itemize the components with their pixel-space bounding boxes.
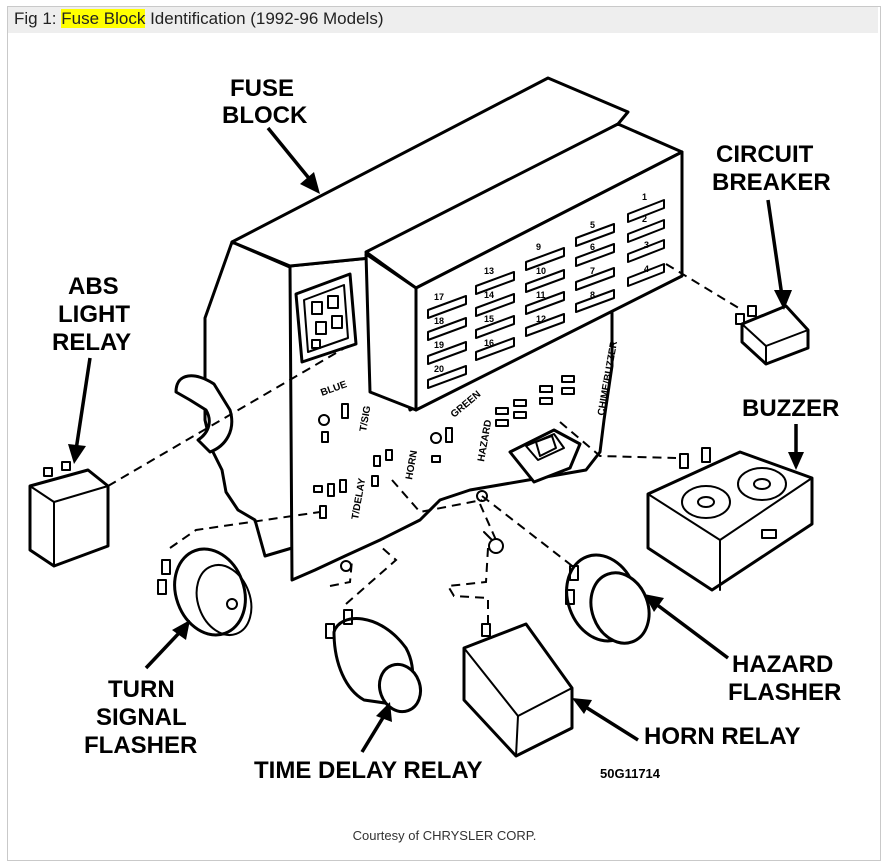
horn-relay <box>462 622 574 758</box>
fuse-number-9: 9 <box>536 242 541 252</box>
buzzer <box>646 447 814 592</box>
title-highlight: Fuse Block <box>61 9 146 28</box>
credit-text: Courtesy of CHRYSLER CORP. <box>352 828 537 843</box>
label-turn: TURN <box>108 676 175 703</box>
circuit-breaker <box>735 304 810 366</box>
fuse-number-20: 20 <box>434 364 444 374</box>
fuse-number-10: 10 <box>536 266 546 276</box>
fuse-number-17: 17 <box>434 292 444 302</box>
label-hazard: HAZARD <box>732 651 833 678</box>
figure-title-bar <box>8 7 878 33</box>
terminal-label-tsig: T/SIG <box>358 405 373 433</box>
label-fuse: FUSE <box>230 75 294 102</box>
fuse-number-4: 4 <box>644 264 649 274</box>
fuse-block-diagram: 1 2 3 4 5 6 7 8 9 10 11 12 13 14 15 16 1… <box>28 75 841 784</box>
fuse-number-19: 19 <box>434 340 444 350</box>
fuse-number-15: 15 <box>484 314 494 324</box>
figure-title: Fig 1: Fuse Block Identification (1992-9… <box>14 9 383 29</box>
fuse-block-housing <box>174 76 684 582</box>
label-time-delay-relay: TIME DELAY RELAY <box>254 757 483 784</box>
fuse-number-1: 1 <box>642 192 647 202</box>
label-flasher: FLASHER <box>84 732 197 759</box>
fuse-slots <box>427 199 665 389</box>
label-circuit: CIRCUIT <box>716 141 814 168</box>
fuse-number-7: 7 <box>590 266 595 276</box>
fuse-number-6: 6 <box>590 242 595 252</box>
fuse-number-5: 5 <box>590 220 595 230</box>
fuse-numbers: 1 2 3 4 5 6 7 8 9 10 11 12 13 14 15 16 1… <box>434 192 649 374</box>
fuse-number-12: 12 <box>536 314 546 324</box>
turn-signal-flasher <box>157 547 253 637</box>
label-figure-code: 50G11714 <box>600 766 661 781</box>
label-signal: SIGNAL <box>96 704 187 731</box>
hazard-flasher <box>565 553 651 645</box>
fuse-number-16: 16 <box>484 338 494 348</box>
fuse-number-11: 11 <box>536 290 546 300</box>
leader-arrows <box>68 126 804 753</box>
fuse-number-2: 2 <box>642 214 647 224</box>
label-horn-relay: HORN RELAY <box>644 723 800 750</box>
time-delay-relay <box>325 609 423 714</box>
label-abs: ABS <box>68 273 119 300</box>
fuse-number-13: 13 <box>484 266 494 276</box>
label-relay: RELAY <box>52 329 131 356</box>
component-labels: FUSE BLOCK CIRCUIT BREAKER ABS LIGHT REL… <box>52 75 841 784</box>
label-hazard-flasher: FLASHER <box>728 679 841 706</box>
fuse-number-18: 18 <box>434 316 444 326</box>
title-prefix: Fig 1: <box>14 9 62 28</box>
terminal-label-horn: HORN <box>404 450 420 481</box>
relay-terminals <box>313 375 582 572</box>
label-block: BLOCK <box>222 102 308 129</box>
connection-lines <box>107 263 743 624</box>
label-light: LIGHT <box>58 301 130 328</box>
title-rest: Identification (1992-96 Models) <box>145 9 384 28</box>
fuse-number-14: 14 <box>484 290 494 300</box>
fuse-number-3: 3 <box>644 240 649 250</box>
fuse-number-8: 8 <box>590 290 595 300</box>
label-breaker: BREAKER <box>712 169 831 196</box>
label-buzzer: BUZZER <box>742 395 839 422</box>
abs-light-relay <box>28 461 110 568</box>
